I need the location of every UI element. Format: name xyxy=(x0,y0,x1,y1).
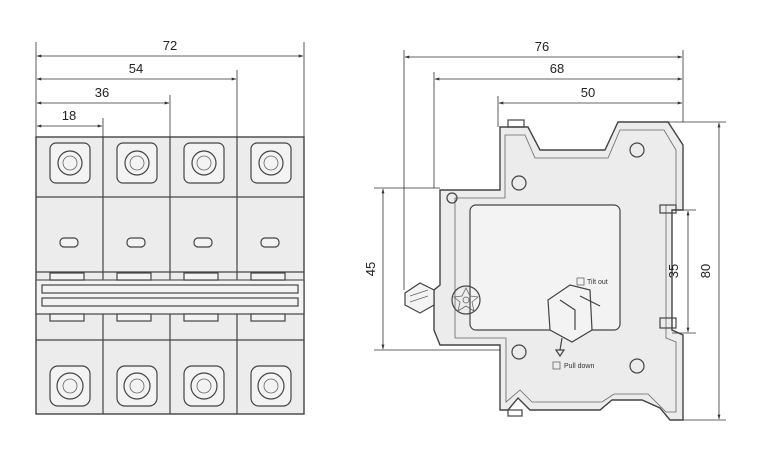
dimension-label: 54 xyxy=(129,61,143,76)
dimension-35: 35 xyxy=(666,209,696,334)
dimension-label: 80 xyxy=(698,264,713,278)
toggle-lever-side xyxy=(404,282,435,314)
side-view: Tilt out Pull down 76 68 50 xyxy=(363,39,726,421)
pull-down-text: Pull down xyxy=(564,363,594,370)
dimension-80: 80 xyxy=(668,121,726,421)
terminal-screw-bottom xyxy=(116,365,158,407)
dimension-label: 36 xyxy=(95,85,109,100)
inner-window xyxy=(469,204,621,331)
din-clip-mechanism xyxy=(547,284,601,358)
terminal-screw-bottom xyxy=(49,365,91,407)
dimension-label: 35 xyxy=(666,264,681,278)
dimension-label: 72 xyxy=(163,38,177,53)
dimension-label: 18 xyxy=(62,108,76,123)
pull-down-label: Pull down xyxy=(552,361,594,370)
star-knob xyxy=(451,285,481,315)
indicator-window xyxy=(193,237,213,248)
dimension-36: 36 xyxy=(36,85,171,137)
indicator-window xyxy=(260,237,280,248)
toggle-handle-bar xyxy=(35,272,305,322)
indicator-window xyxy=(59,237,79,248)
front-view: 72 54 36 18 xyxy=(35,38,305,415)
mounting-hole xyxy=(629,358,645,374)
dimension-68: 68 xyxy=(433,61,683,188)
dimension-72: 72 xyxy=(35,38,305,137)
dimension-50: 50 xyxy=(497,85,683,127)
dimension-label: 45 xyxy=(363,262,378,276)
terminal-screw-bottom xyxy=(183,365,225,407)
terminal-screw-top xyxy=(183,142,225,184)
dimension-76: 76 xyxy=(403,39,684,290)
tilt-out-text: Tilt out xyxy=(587,279,608,286)
dimension-54: 54 xyxy=(36,61,238,137)
dimension-45: 45 xyxy=(363,187,500,351)
indicator-window xyxy=(126,237,146,248)
dimension-18: 18 xyxy=(36,108,104,137)
dimension-label: 50 xyxy=(581,85,595,100)
terminal-screw-top xyxy=(250,142,292,184)
mounting-hole xyxy=(511,344,527,360)
mounting-hole xyxy=(511,175,527,191)
mounting-hole xyxy=(446,192,458,204)
dimension-label: 68 xyxy=(550,61,564,76)
terminal-screw-top xyxy=(116,142,158,184)
mounting-hole xyxy=(629,142,645,158)
tilt-out-label: Tilt out xyxy=(576,277,608,286)
terminal-screw-bottom xyxy=(250,365,292,407)
terminal-screw-top xyxy=(49,142,91,184)
dimension-label: 76 xyxy=(535,39,549,54)
